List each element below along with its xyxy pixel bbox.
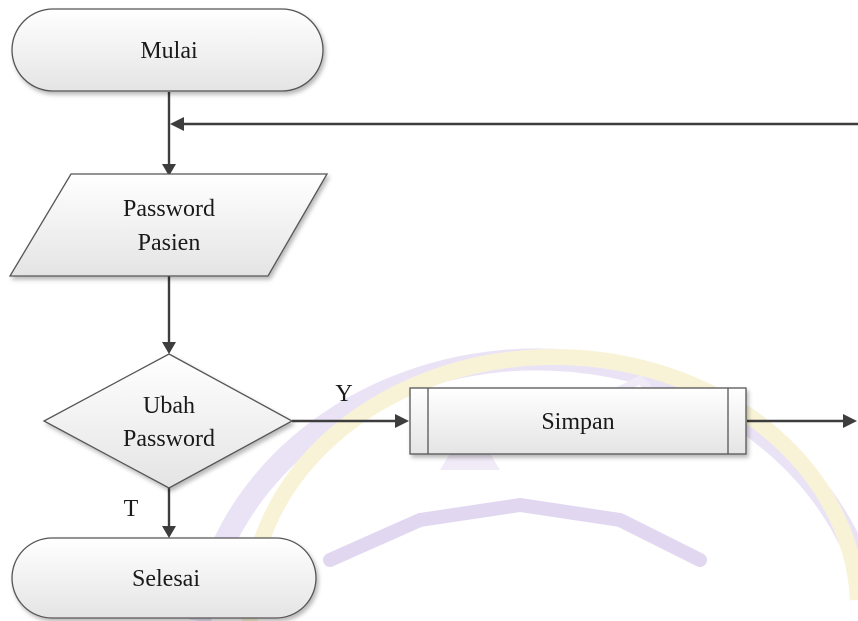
arrowhead-simpan <box>395 414 409 428</box>
arrowhead-simpan-out <box>843 414 857 428</box>
decision-label-line-1: Ubah <box>143 393 195 419</box>
end-terminator <box>11 537 317 619</box>
process-label: Simpan <box>541 409 614 435</box>
arrowhead-input <box>162 164 176 176</box>
branch-label-no: T <box>124 496 139 522</box>
decision-diamond <box>42 353 294 489</box>
arrowhead-selesai <box>162 526 176 538</box>
input-label-line-2: Pasien <box>138 230 201 256</box>
input-parallelogram <box>8 173 329 277</box>
arrowhead-decision <box>162 342 176 354</box>
watermark-logo <box>189 348 858 621</box>
branch-label-yes: Y <box>335 381 352 407</box>
decision-label-line-2: Password <box>123 426 215 452</box>
input-label-line-1: Password <box>123 196 215 222</box>
start-label: Mulai <box>140 38 198 64</box>
arrowhead-loop-back <box>170 117 184 131</box>
start-terminator <box>11 8 324 92</box>
process-box <box>409 387 747 455</box>
connectors <box>162 92 858 538</box>
end-label: Selesai <box>132 566 200 592</box>
